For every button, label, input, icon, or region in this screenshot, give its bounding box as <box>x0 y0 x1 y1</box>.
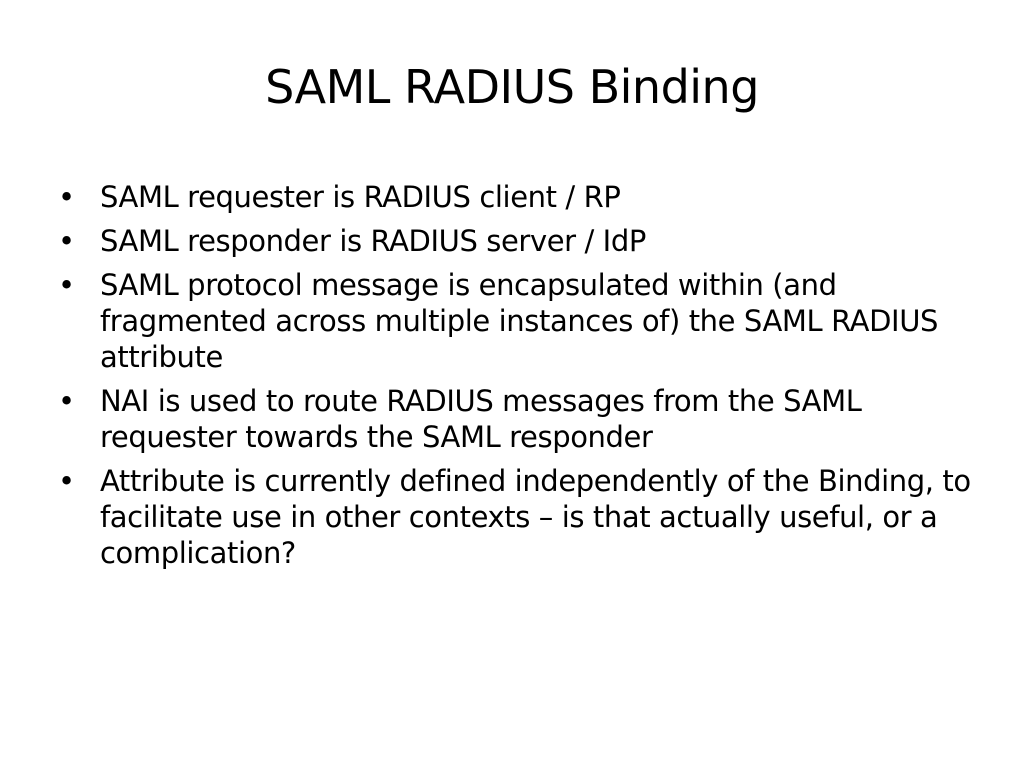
bullet-dot-icon: • <box>58 267 75 302</box>
bullet-list: • SAML requester is RADIUS client / RP •… <box>58 180 978 580</box>
bullet-item: • NAI is used to route RADIUS messages f… <box>58 384 978 456</box>
bullet-dot-icon: • <box>58 383 75 418</box>
bullet-text: SAML requester is RADIUS client / RP <box>100 180 621 214</box>
bullet-item: • SAML protocol message is encapsulated … <box>58 268 978 376</box>
bullet-dot-icon: • <box>58 463 75 498</box>
bullet-item: • Attribute is currently defined indepen… <box>58 464 978 572</box>
bullet-dot-icon: • <box>58 180 75 214</box>
slide-title: SAML RADIUS Binding <box>265 60 759 114</box>
bullet-item: • SAML requester is RADIUS client / RP <box>58 180 978 216</box>
bullet-dot-icon: • <box>58 223 75 258</box>
bullet-text: Attribute is currently defined independe… <box>100 463 971 570</box>
bullet-text: SAML responder is RADIUS server / IdP <box>100 223 646 258</box>
bullet-text: SAML protocol message is encapsulated wi… <box>100 267 939 374</box>
bullet-item: • SAML responder is RADIUS server / IdP <box>58 224 978 260</box>
bullet-text: NAI is used to route RADIUS messages fro… <box>100 383 862 454</box>
